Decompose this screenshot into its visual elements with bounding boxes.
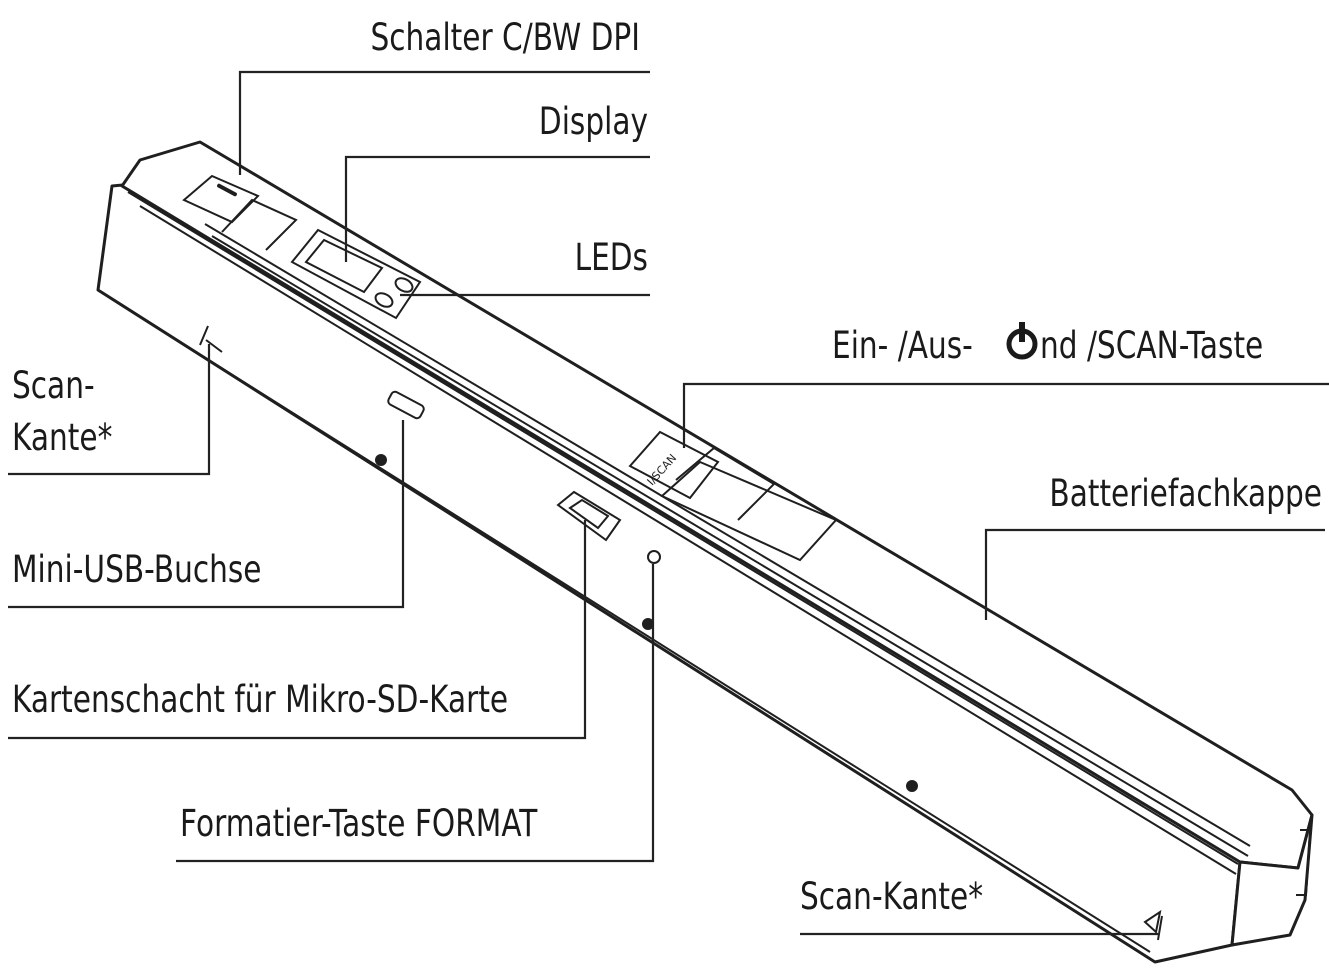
scan-edge-marker-top (199, 325, 223, 353)
leader-format (176, 564, 655, 863)
label-display: Display (539, 100, 648, 143)
mini-usb-port (387, 390, 425, 420)
format-button (647, 550, 661, 564)
scanner-bottom-edge (109, 297, 1151, 953)
leader-switch (238, 70, 650, 175)
leader-display (344, 155, 650, 262)
label-scan-edge-bottom: Scan-Kante* (800, 875, 983, 918)
screw-1 (375, 454, 387, 466)
led-1 (374, 292, 394, 308)
scanner-ridge-line (127, 191, 1239, 865)
scan-slot-groove (204, 223, 1251, 847)
scan-edge-marker-bottom (1143, 909, 1163, 941)
power-icon (1006, 322, 1038, 360)
label-battery-cap: Batteriefachkappe (1049, 472, 1322, 515)
screw-3 (906, 780, 918, 792)
label-card-slot: Kartenschacht für Mikro-SD-Karte (12, 678, 508, 721)
label-leds: LEDs (575, 236, 648, 279)
scan-slot-groove-2 (211, 235, 1249, 857)
leader-card-slot (8, 520, 587, 740)
label-mini-usb: Mini-USB-Buchse (12, 548, 262, 591)
scanner-end-cap-detail (1296, 829, 1312, 896)
battery-cover-outline (660, 460, 838, 562)
leader-mini-usb (8, 420, 405, 609)
cbw-dpi-switch (182, 174, 260, 224)
leader-scan-edge-top (8, 344, 211, 476)
display-screen (304, 238, 384, 294)
label-power-scan-suffix: nd /SCAN-Taste (1040, 324, 1263, 367)
label-scan-edge-top-line2: Kante* (12, 416, 112, 459)
leader-battery (984, 528, 1325, 620)
power-scan-button (628, 430, 720, 500)
label-format-button: Formatier-Taste FORMAT (180, 802, 538, 845)
micro-sd-slot-inner (568, 498, 610, 530)
leader-lines (8, 70, 1329, 936)
label-switch-cbw-dpi: Schalter C/BW DPI (371, 16, 640, 59)
scanner-ridge-line-2 (139, 205, 1237, 875)
callout-labels: Schalter C/BW DPI Display LEDs Ein- /Aus… (12, 16, 1322, 918)
label-scan-edge-top-line1: Scan- (12, 364, 95, 407)
battery-cover-detail (675, 446, 776, 521)
led-2 (394, 277, 414, 293)
micro-sd-slot (556, 490, 622, 542)
switch-knob (217, 183, 237, 197)
screw-2 (642, 618, 654, 630)
switch-housing (221, 198, 298, 251)
scanner-end-cap (1230, 813, 1314, 947)
leader-power-scan (682, 382, 1329, 448)
label-power-scan-prefix: Ein- /Aus- (832, 324, 973, 367)
scanner-device: I/SCAN (96, 140, 1314, 964)
